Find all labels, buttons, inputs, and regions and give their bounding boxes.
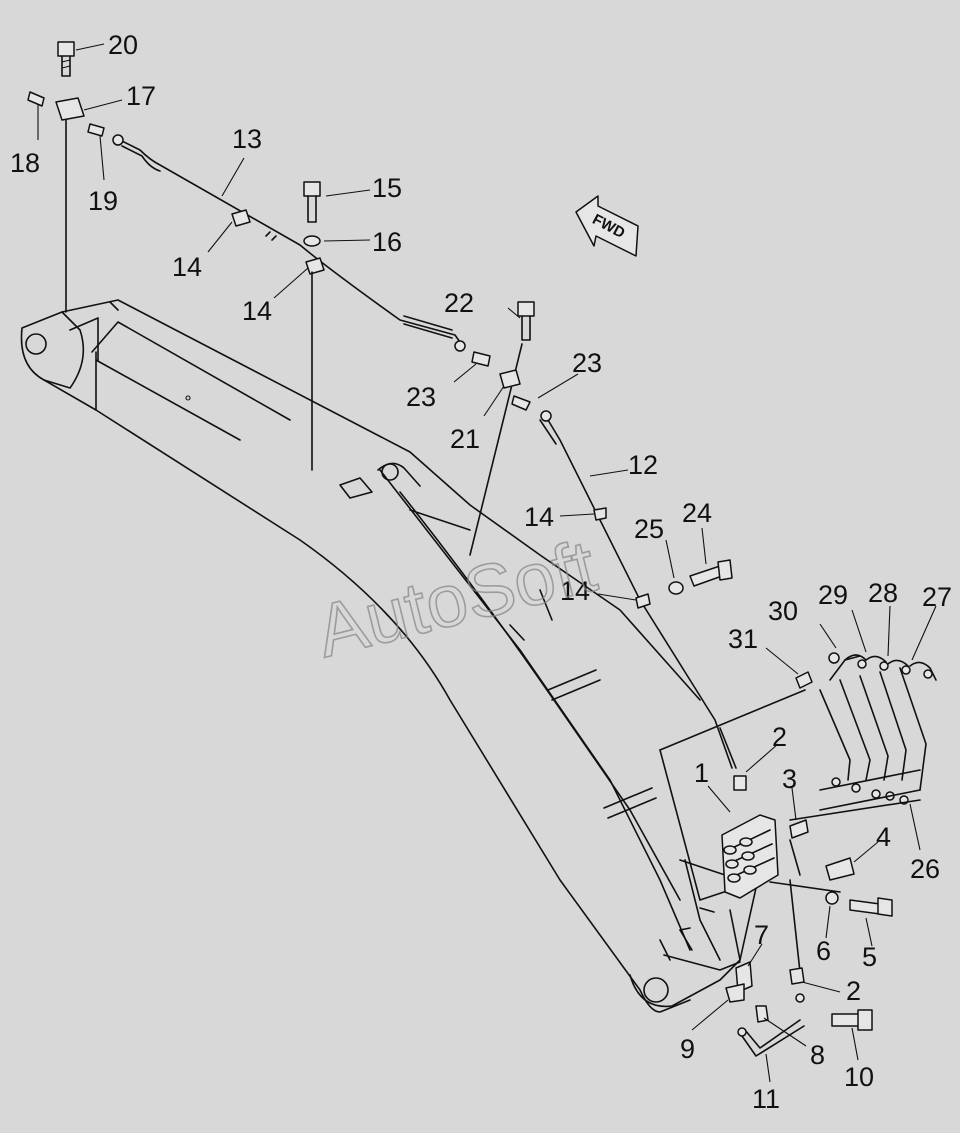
fittings [27,41,893,1031]
label-7: 7 [754,920,769,950]
label-13: 13 [232,124,262,154]
label-16: 16 [372,227,402,257]
watermark-text: AutoSoft [308,524,604,673]
label-27: 27 [922,582,952,612]
label-20: 20 [108,30,138,60]
label-18: 18 [10,148,40,178]
label-11: 11 [752,1084,780,1114]
label-14-b: 14 [242,296,272,326]
label-3: 3 [782,764,797,794]
label-12: 12 [628,450,658,480]
control-valve-block [721,814,841,973]
label-2-a: 2 [772,722,787,752]
label-17: 17 [126,81,156,111]
part-labels: 20 17 18 19 13 14 15 16 14 22 23 23 21 1… [10,30,952,1114]
label-25: 25 [634,514,664,544]
leader-lines [37,43,937,1083]
label-23-a: 23 [406,382,436,412]
pipe-11 [737,1019,805,1057]
label-28: 28 [868,578,898,608]
label-22: 22 [444,288,474,318]
label-4: 4 [876,822,891,852]
label-10: 10 [844,1062,874,1092]
pipe-12 [539,414,737,769]
label-8: 8 [810,1040,825,1070]
label-15: 15 [372,173,402,203]
boom-body [20,299,741,1013]
label-1: 1 [694,758,709,788]
label-23-b: 23 [572,348,602,378]
label-30: 30 [768,596,798,626]
pipe-13 [119,139,463,346]
label-29: 29 [818,580,848,610]
label-14-a: 14 [172,252,202,282]
label-6: 6 [816,936,831,966]
label-5: 5 [862,942,877,972]
label-14-c: 14 [524,502,554,532]
forward-direction-arrow: FWD [575,195,639,257]
label-26: 26 [910,854,940,884]
label-14-d: 14 [560,576,590,606]
label-21: 21 [450,424,480,454]
hose-group-26-29 [789,653,937,821]
label-24: 24 [682,498,712,528]
label-19: 19 [88,186,118,216]
label-31: 31 [728,624,758,654]
label-9: 9 [680,1034,695,1064]
label-2-b: 2 [846,976,861,1006]
